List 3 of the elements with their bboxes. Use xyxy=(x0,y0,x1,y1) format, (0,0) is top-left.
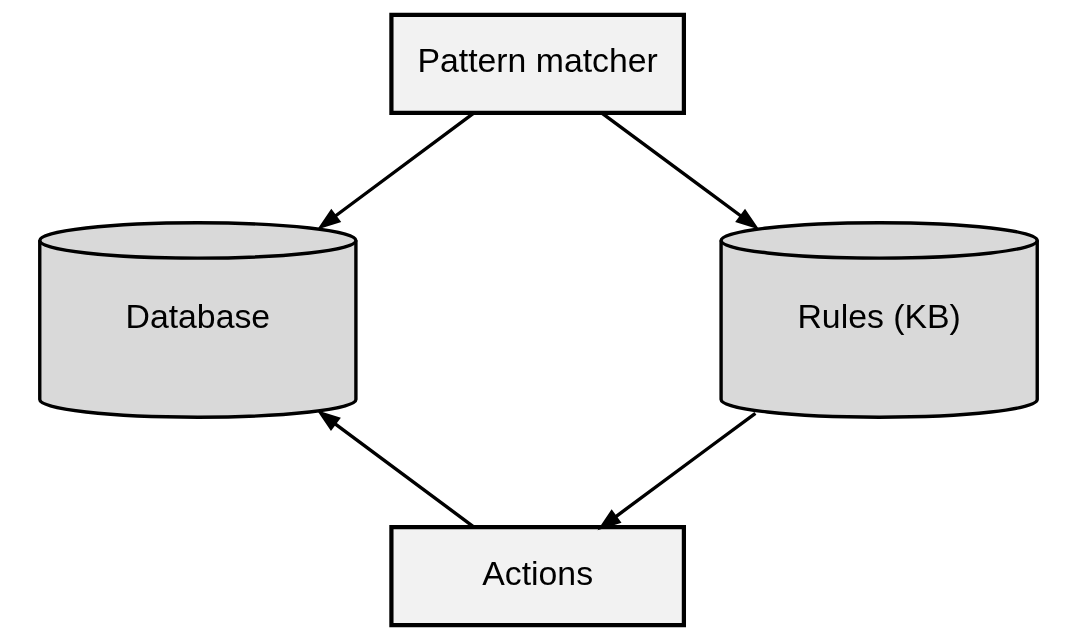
node-box: Pattern matcher xyxy=(388,12,686,115)
arrow xyxy=(597,411,756,531)
node-box: Actions xyxy=(388,525,686,628)
